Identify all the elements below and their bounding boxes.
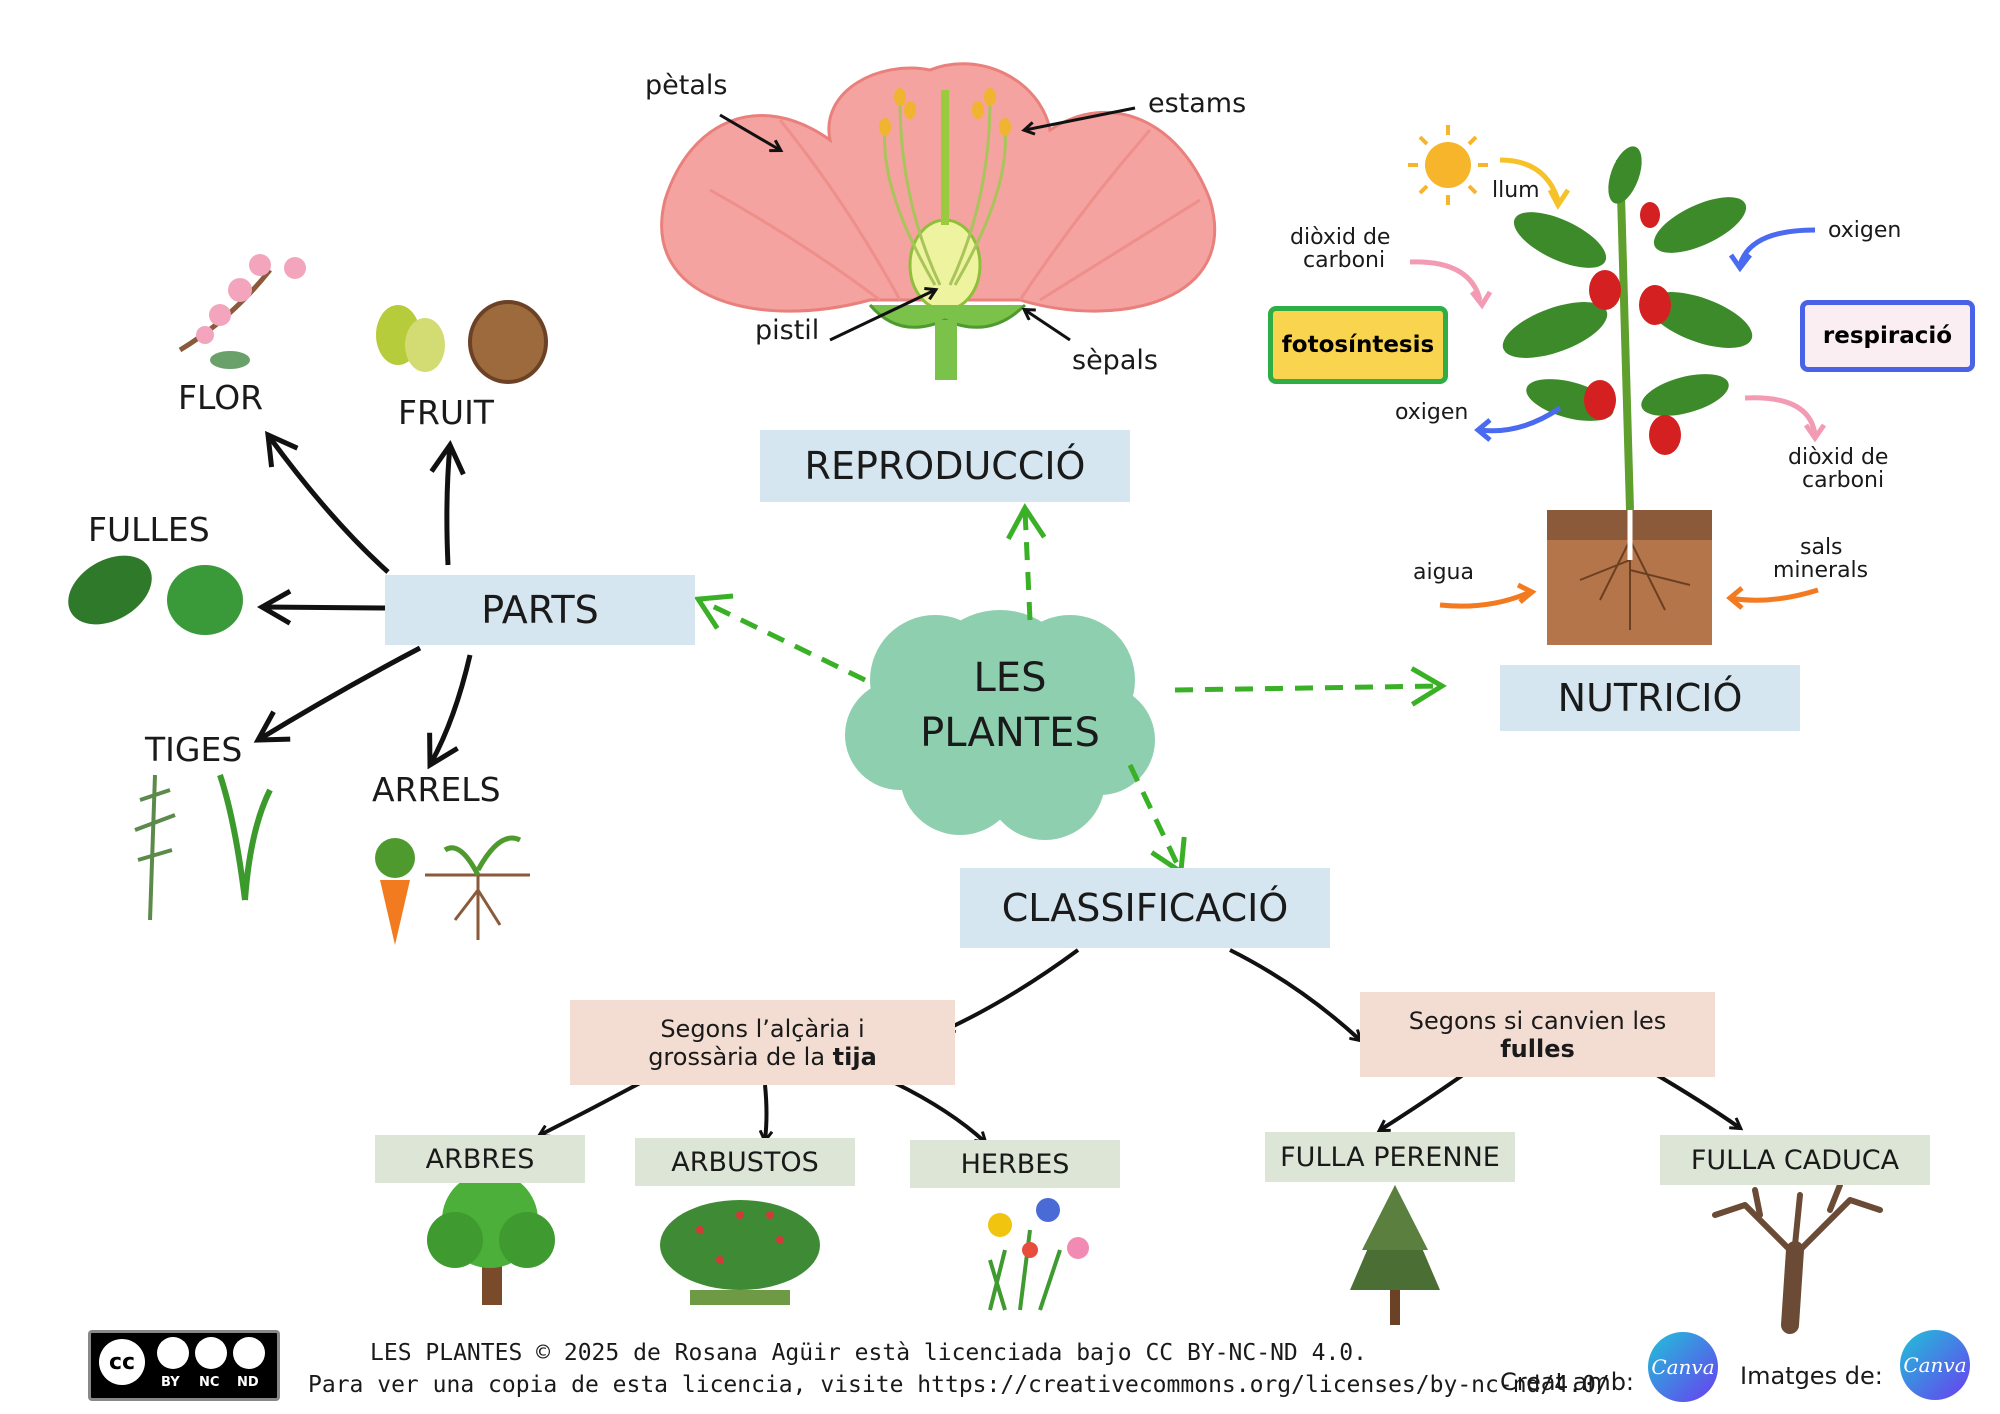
cc-by-text: BY: [161, 1375, 180, 1390]
center-title-line2: PLANTES: [920, 710, 1100, 756]
sals-label-2: minerals: [1773, 558, 1869, 583]
criteria-leaf-line1: Segons si canvien les: [1408, 1006, 1667, 1035]
tree-icon: [427, 1172, 555, 1305]
pistil-label: pistil: [755, 315, 820, 346]
estams-label: estams: [1148, 88, 1247, 119]
dioxid-left-label-1: diòxid de: [1290, 225, 1391, 250]
process-arrows: [1409, 157, 1827, 610]
cc-nc-text: NC: [199, 1375, 220, 1390]
arbres-label: ARBRES: [375, 1135, 585, 1183]
sals-label-1: sals: [1800, 535, 1843, 560]
flower-illustration: [660, 62, 1217, 380]
cc-license-badge[interactable]: cc BY NC ND: [88, 1330, 280, 1401]
cc-nd-icon: [233, 1337, 265, 1369]
leaves-icon: [68, 555, 243, 635]
fulles-label: FULLES: [88, 510, 210, 549]
pear-and-walnut-icon: [376, 300, 548, 384]
tiges-label: TIGES: [145, 730, 243, 769]
wildflowers-icon: [988, 1198, 1089, 1311]
classification-arrows: [540, 948, 1740, 1142]
cc-nd-text: ND: [237, 1375, 259, 1390]
license-line-1: LES PLANTES © 2025 de Rosana Agüir està …: [370, 1340, 1367, 1366]
nutricio-label: NUTRICIÓ: [1500, 665, 1800, 731]
sepals-label: sèpals: [1072, 345, 1158, 376]
dioxid-right-label-1: diòxid de: [1788, 445, 1889, 470]
criteria-leaf-change: Segons si canvien les fulles: [1360, 992, 1715, 1077]
stems-icon: [134, 774, 273, 921]
herbes-label: HERBES: [910, 1140, 1120, 1188]
parts-label: PARTS: [385, 575, 695, 645]
arbustos-label: ARBUSTOS: [635, 1138, 855, 1186]
fruit-label: FRUIT: [398, 393, 494, 432]
criteria-stem-line1: Segons l’alçària i: [660, 1014, 865, 1043]
oxigen-left-label: oxigen: [1395, 400, 1469, 425]
aigua-label: aigua: [1413, 560, 1474, 585]
fulla-perenne-label: FULLA PERENNE: [1265, 1132, 1515, 1182]
petals-label: pètals: [645, 70, 728, 101]
cc-logo-icon: cc: [99, 1339, 145, 1385]
flower-branch-icon: [178, 254, 306, 369]
fulla-caduca-label: FULLA CADUCA: [1660, 1135, 1930, 1185]
criteria-leaf-line2: fulles: [1500, 1034, 1575, 1063]
llum-label: llum: [1492, 178, 1540, 203]
creat-amb-label: Creat amb:: [1500, 1368, 1635, 1396]
evergreen-tree-icon: [1350, 1185, 1440, 1325]
fotosintesi-box: fotosíntesis: [1268, 306, 1448, 384]
dioxid-right-label-2: carboni: [1802, 468, 1885, 493]
center-cloud: [845, 610, 1155, 840]
canva-logo-icon-1: Canva: [1648, 1332, 1718, 1402]
dioxid-left-label-2: carboni: [1303, 248, 1386, 273]
roots-icon: [375, 835, 530, 945]
pepper-plant-illustration: [1502, 146, 1753, 645]
shrub-icon: [660, 1200, 820, 1305]
oxigen-right-label: oxigen: [1828, 218, 1902, 243]
criteria-stem-line2: grossària de la tija: [648, 1042, 877, 1071]
canva-logo-icon-2: Canva: [1900, 1330, 1970, 1400]
imatges-de-label: Imatges de:: [1740, 1362, 1883, 1390]
respiracio-box: respiració: [1800, 300, 1975, 372]
arrels-label: ARRELS: [372, 770, 501, 809]
license-line-2[interactable]: Para ver una copia de esta licencia, vis…: [308, 1372, 1610, 1398]
cc-nc-icon: [195, 1337, 227, 1369]
green-dashed-arrows: [700, 510, 1440, 870]
bare-tree-icon: [1712, 1182, 1883, 1334]
cc-by-icon: [157, 1337, 189, 1369]
parts-arrows: [253, 430, 473, 770]
flor-label: FLOR: [178, 378, 264, 417]
center-title-line1: LES: [973, 655, 1047, 701]
classificacio-label: CLASSIFICACIÓ: [960, 868, 1330, 948]
reproduccio-label: REPRODUCCIÓ: [760, 430, 1130, 502]
criteria-stem-height: Segons l’alçària i grossària de la tija: [570, 1000, 955, 1085]
sun-icon: [1408, 125, 1488, 205]
